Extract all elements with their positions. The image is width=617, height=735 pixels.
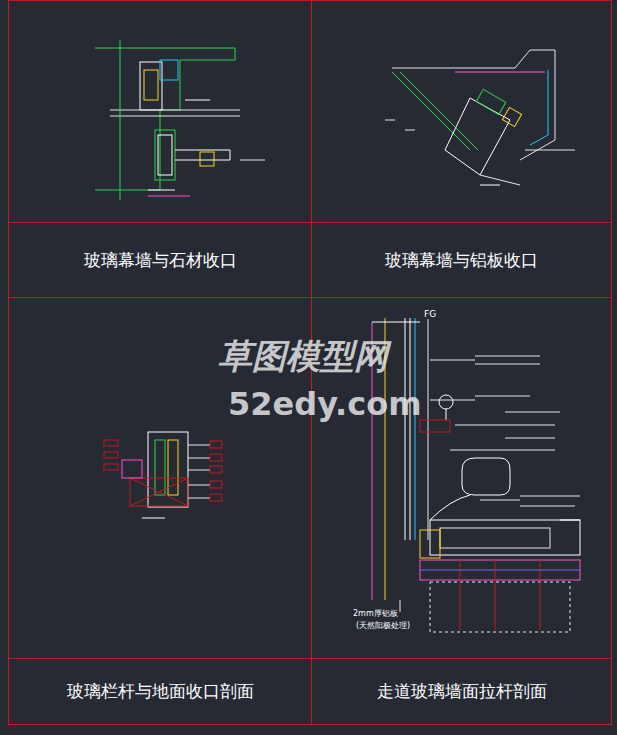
material-note: (天然阳极处理) <box>355 620 411 631</box>
material-note: 2mm厚铝板 <box>352 608 399 619</box>
title-cell: 玻璃幕墙与石材收口 <box>8 222 312 298</box>
watermark: 草图模型网 <box>218 334 388 380</box>
panel-title: 走道玻璃墙面拉杆剖面 <box>377 680 547 703</box>
title-cell: 玻璃栏杆与地面收口剖面 <box>8 658 312 725</box>
watermark: 52edy.com <box>228 385 422 423</box>
panel-title: 玻璃栏杆与地面收口剖面 <box>67 680 254 703</box>
title-cell: 走道玻璃墙面拉杆剖面 <box>311 658 612 725</box>
panel-title: 玻璃幕墙与石材收口 <box>84 249 237 272</box>
grid-tag: FG <box>423 309 437 319</box>
title-cell: 玻璃幕墙与铝板收口 <box>311 222 612 298</box>
panel-title: 玻璃幕墙与铝板收口 <box>385 249 538 272</box>
